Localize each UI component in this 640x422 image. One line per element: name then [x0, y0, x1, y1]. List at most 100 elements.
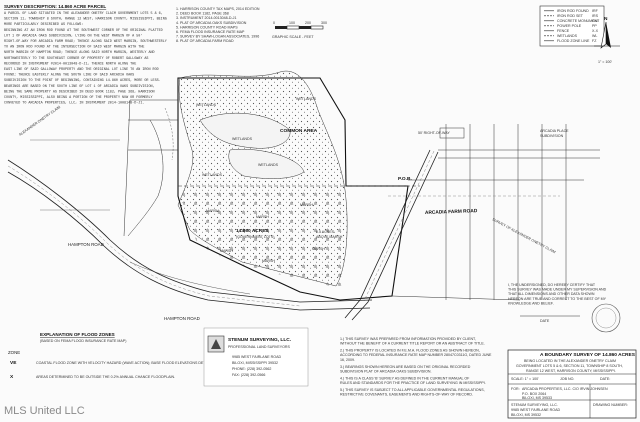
- survey-description-line: CONVEYED TO ARCADIA PROPERTIES, LLC, IN …: [4, 102, 144, 106]
- surveyor-address: 9985 WEST FAIRLANE ROAD: [232, 355, 281, 359]
- parcel-boundary: [177, 77, 420, 301]
- flood-heading: EXPLANATION OF FLOOD ZONES: [40, 332, 115, 337]
- arcadia-place-label: ARCADIA PLACE: [540, 129, 569, 133]
- surveyor-fax: FAX: (228) 392-0566: [232, 373, 265, 377]
- survey-description-line: TO AN IRON ROD FOUND AT THE INTERSECTION…: [4, 46, 144, 50]
- flood-zone-x-text: AREAS DETERMINED TO BE OUTSIDE THE 0.2% …: [36, 375, 175, 379]
- legend-item-label: FENCE: [557, 29, 570, 33]
- survey-description-line: COUNTY, MISSISSIPPI, ALSO BEING A PORTIO…: [4, 96, 153, 100]
- legend-item-label: IRON ROD FOUND: [557, 9, 589, 13]
- surveyor-city: BILOXI, MISSISSIPPI 39532: [232, 361, 278, 365]
- marsh-label: MARSH: [312, 247, 325, 251]
- north-label: N: [604, 16, 608, 22]
- legend-item-code: FZ: [592, 39, 597, 43]
- reference-note: 1. HARRISON COUNTY TAX MAPS, 2014 EDITIO…: [176, 7, 260, 11]
- scale-label: GRAPHIC SCALE - FEET: [272, 35, 314, 39]
- wetlands-label: WETLANDS: [258, 163, 279, 167]
- general-note: 1.) THIS SURVEY WAS PREPARED FROM INFORM…: [340, 337, 485, 346]
- reference-note: 5. HARRISON COUNTY ROAD MAPS: [176, 25, 238, 29]
- flood-zone-ve-text: COASTAL FLOOD ZONE WITH VELOCITY HAZARD …: [36, 361, 223, 365]
- reference-note: 8. PLAT OF ARCADIA FARM ROAD: [176, 39, 234, 43]
- reference-note: 6. FEMA FLOOD INSURANCE RATE MAP: [176, 30, 245, 34]
- survey-description-line: LOT 1 OF ARCADIA OAKS SUBDIVISION, LYING…: [4, 33, 142, 38]
- title-block: A BOUNDARY SURVEY OF 14.860 ACRES BEING …: [507, 349, 637, 419]
- marsh-area: [178, 190, 348, 290]
- scale-tick-label: 0: [273, 21, 275, 25]
- survey-description-block: SURVEY DESCRIPTION: 14.860 ACRE PARCEL A…: [4, 4, 167, 106]
- wetlands-label: WETLANDS: [196, 103, 217, 107]
- title-client-city: BILOXI, MS 39533: [522, 396, 552, 400]
- title-for: FOR:: [511, 387, 520, 391]
- survey-description-line: MORE PARTICULARLY DESCRIBED AS FOLLOWS:: [4, 23, 83, 27]
- flood-zone-explanation: EXPLANATION OF FLOOD ZONES (BASED ON FEM…: [8, 332, 223, 380]
- scale-tick-label: 300: [321, 21, 327, 25]
- certification-text: I, THE UNDERSIGNED, DO HEREBY CERTIFY TH…: [508, 283, 607, 305]
- graphic-scale: 0 100 200 300 GRAPHIC SCALE - FEET: [272, 21, 327, 39]
- scale-tick-label: 200: [305, 21, 311, 25]
- east-lot-lines: [388, 124, 584, 301]
- title-line-4: RANGE 12 WEST, HARRISON COUNTY, MISSISSI…: [526, 369, 616, 373]
- survey-description-line: FOUND; THENCE EASTERLY ALONG THE SOUTH L…: [4, 74, 134, 78]
- legend-item-code: WL: [592, 34, 597, 38]
- survey-description-line: BEING THE SAME PROPERTY AS DESCRIBED IN …: [4, 90, 155, 94]
- title-client-address: P.O. BOX 2064: [522, 392, 546, 396]
- general-note: 3.) BEARINGS SHOWN HEREON ARE BASED ON T…: [340, 365, 471, 374]
- marsh-label: MARSH: [220, 249, 233, 253]
- marsh-label: MARSH: [262, 259, 275, 263]
- right-of-way-label: 50' RIGHT-OF-WAY: [418, 131, 450, 135]
- survey-description-line: EAST LINE OF SAID GALLOWAY PROPERTY AND …: [4, 68, 159, 72]
- title-firm: STENUM SURVEYING, LLC.: [511, 403, 558, 407]
- survey-description-line: SUBDIVISION TO THE POINT OF BEGINNING, C…: [4, 79, 161, 83]
- flood-zone-ve: VE: [10, 360, 17, 366]
- general-note: 4.) THIS IS A CLASS 'B' SURVEY AS DEFINE…: [340, 376, 486, 385]
- small-acreage-sub-label: ABOVE MARSH: [316, 235, 343, 239]
- reference-note: 4. PLAT OF ARCADIA OAKS SUBDIVISION: [176, 21, 247, 25]
- surveyor-stamp: STENUM SURVEYING, LLC. PROFESSIONAL LAND…: [203, 327, 309, 387]
- scale-tick-label: 100: [289, 21, 295, 25]
- general-note: 5.) THIS SURVEY IS SUBJECT TO ALL APPLIC…: [340, 388, 485, 397]
- wetlands-label: WETLANDS: [296, 97, 317, 101]
- title-firm-city: BILOXI, MS 39532: [511, 413, 541, 417]
- title-client: ARCADIA PROPERTIES, LLC. C/O IRVIN JOHNS…: [522, 387, 608, 391]
- title-line-3: GOVERNMENT LOTS 5 & 6, SECTION 11, TOWNS…: [516, 364, 623, 368]
- legend-item-label: POWER POLE: [557, 24, 582, 28]
- marsh-label: MARSH: [206, 209, 219, 213]
- flood-zone-column: ZONE: [8, 350, 20, 355]
- title-drawing-number: DRAWING NUMBER:: [593, 403, 628, 407]
- hampton-road-label: HAMPTON ROAD: [164, 316, 200, 321]
- survey-description-line: RECORDED IN INSTRUMENT #2014-0013048-D-J…: [4, 62, 136, 66]
- small-acreage-label: 0.5 ACRES: [316, 230, 335, 234]
- acreage-sub-label: (GOVERNMENT LOTS): [236, 235, 274, 239]
- survey-description-line: BEARINGS ARE BASED ON THE SOUTH LINE OF …: [4, 85, 155, 89]
- claim-label: ALEXANDER ONETRY CLAIM: [18, 105, 61, 137]
- reference-note: 2. DEED BOOK 1182, PAGE 368: [176, 12, 229, 16]
- legend-item-code: IRS: [592, 14, 599, 18]
- certification-block: I, THE UNDERSIGNED, DO HEREBY CERTIFY TH…: [508, 283, 621, 333]
- hampton-road: [7, 159, 373, 311]
- legend-item-label: WETLANDS: [557, 34, 578, 38]
- legend-item-label: FLOOD ZONE LINE: [557, 39, 590, 43]
- title-line-1: A BOUNDARY SURVEY OF 14.860 ACRES: [540, 352, 636, 358]
- surveyor-title: PROFESSIONAL LAND SURVEYORS: [228, 345, 291, 349]
- surveyor-name: STENUM SURVEYING, LLC.: [228, 337, 291, 343]
- hampton-road-label: HAMPTON ROAD: [68, 242, 104, 247]
- survey-description-text: A PARCEL OF LAND SITUATED IN THE ALEXAND…: [4, 12, 167, 106]
- title-date: DATE:: [600, 377, 610, 381]
- marsh-label: MARSH: [300, 203, 313, 207]
- survey-description-line: NORTHWESTERLY TO THE SOUTHEAST CORNER OF…: [4, 57, 148, 61]
- arcadia-place-sub-label: SUBDIVISION: [540, 134, 564, 138]
- legend-item-code: CM: [592, 19, 598, 23]
- title-job: JOB NO.: [560, 377, 574, 381]
- flood-zone-x: X: [10, 374, 14, 380]
- common-area-label: COMMON AREA: [280, 128, 318, 134]
- title-line-2: BEING LOCATED IN THE ALEXANDER ONETRY CL…: [524, 359, 616, 363]
- acreage-label: 14.860 ACRES: [236, 228, 269, 234]
- flood-subheading: (BASED ON FEMA FLOOD INSURANCE RATE MAP): [40, 339, 126, 343]
- general-notes: 1.) THIS SURVEY WAS PREPARED FROM INFORM…: [340, 337, 492, 397]
- mls-watermark: MLS United LLC: [4, 405, 85, 417]
- north-arrow-icon: N 1" = 100': [594, 16, 620, 64]
- reference-notes: 1. HARRISON COUNTY TAX MAPS, 2014 EDITIO…: [176, 7, 260, 43]
